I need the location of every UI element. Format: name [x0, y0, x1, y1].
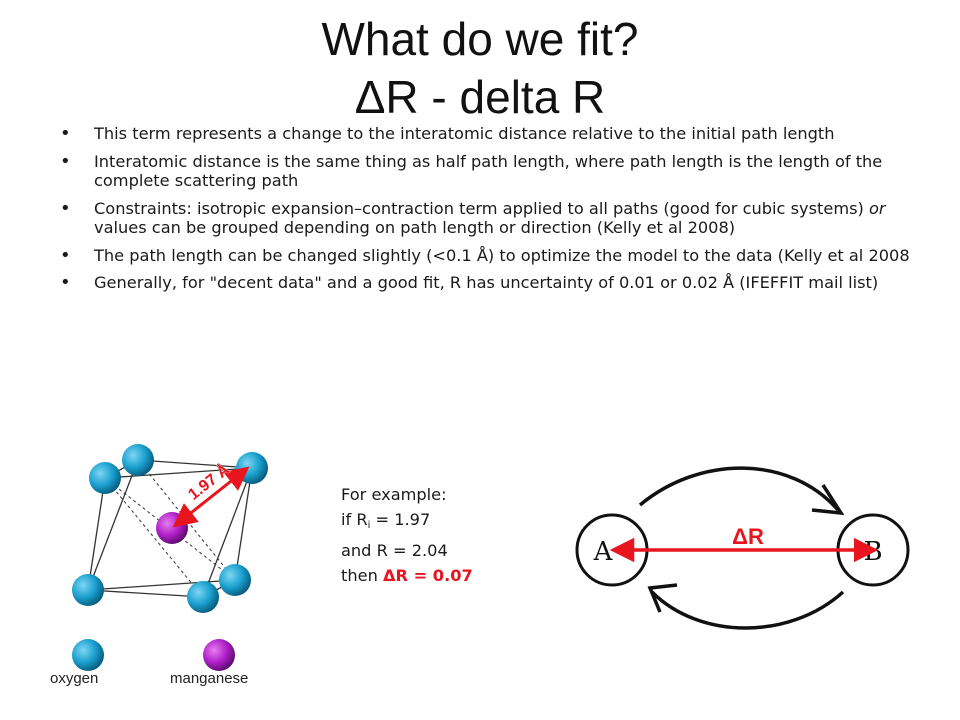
example-text: then [341, 566, 383, 585]
example-text: = 1.97 [370, 510, 431, 529]
legend-manganese-label: manganese [170, 670, 249, 687]
return-path-arrowhead [647, 583, 678, 613]
bullet-text-post: values can be grouped depending on path … [94, 218, 736, 237]
bullet-text: Generally, for "decent data" and a good … [94, 273, 879, 292]
bullet-text-emphasis: or [868, 198, 886, 218]
legend-oxygen-atom [72, 639, 104, 671]
bullet-text: Interatomic distance is the same thing a… [94, 151, 883, 191]
bullet-text: The path length can be changed slightly … [94, 245, 910, 265]
oxygen-atom [122, 444, 154, 476]
scattering-path-diagram: A B ΔR [575, 466, 910, 630]
page-subtitle: ΔR - delta R [354, 71, 606, 123]
page-title: What do we fit? [321, 13, 639, 65]
legend-oxygen-label: oxygen [50, 670, 99, 687]
oxygen-atom [219, 564, 251, 596]
example-block: For example: if Ri = 1.97 and R = 2.04 t… [341, 482, 473, 588]
bullet-item: The path length can be changed slightly … [60, 246, 920, 266]
delta-r-label: ΔR [732, 524, 764, 549]
bullet-item: Interatomic distance is the same thing a… [60, 152, 920, 191]
bullet-text: This term represents a change to the int… [94, 124, 835, 143]
atom-a-label: A [593, 537, 614, 567]
bullet-item: Generally, for "decent data" and a good … [60, 273, 920, 293]
return-path-arrow [650, 590, 845, 630]
example-subscript: i [367, 520, 371, 531]
example-text: if R [341, 510, 368, 529]
bullet-text-pre: Constraints: isotropic expansion–contrac… [94, 198, 869, 218]
bullet-list: This term represents a change to the int… [60, 124, 920, 301]
bullet-item: This term represents a change to the int… [60, 124, 920, 144]
oxygen-atom [72, 574, 104, 606]
example-line: if Ri = 1.97 [341, 507, 473, 538]
example-result: ΔR = 0.07 [382, 566, 473, 585]
oxygen-atom [187, 581, 219, 613]
outgoing-path-arrow [638, 466, 840, 512]
legend-manganese-atom [203, 639, 235, 671]
manganese-atom [156, 512, 188, 544]
atom-b-label: B [863, 537, 882, 567]
example-line: then ΔR = 0.07 [341, 563, 473, 588]
oxygen-atom [89, 462, 121, 494]
oxygen-atom [236, 452, 268, 484]
bullet-item: Constraints: isotropic expansion–contrac… [60, 199, 920, 238]
outgoing-path-arrowhead [811, 484, 845, 516]
example-line: For example: [341, 485, 447, 504]
distance-arrow [172, 466, 250, 528]
example-line: and R = 2.04 [341, 541, 448, 560]
